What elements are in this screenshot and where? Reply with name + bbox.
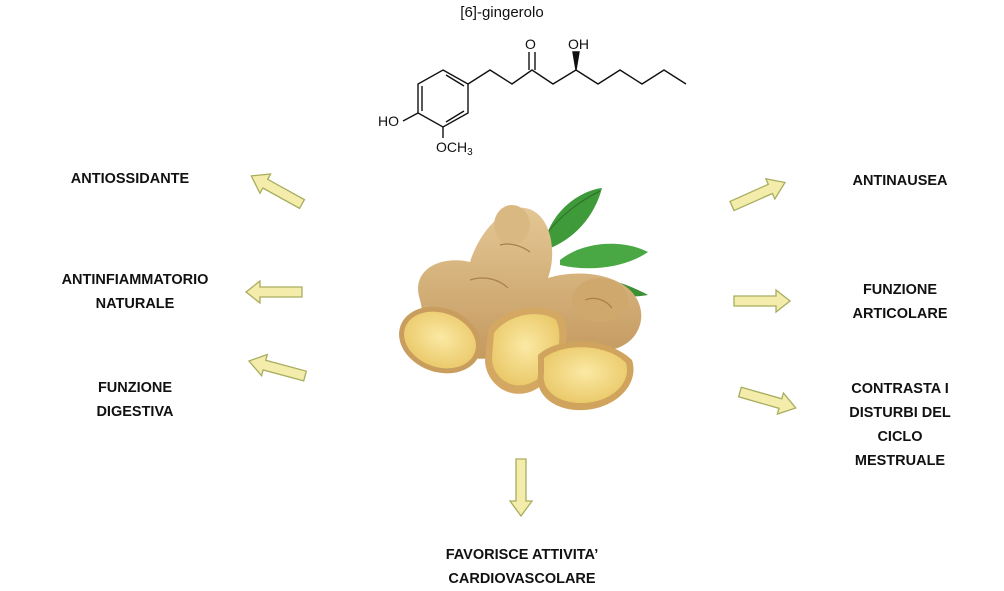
arrows — [244, 173, 797, 518]
methoxy-label: OCH3 — [436, 139, 473, 158]
benefit-antinfiammatorio: ANTINFIAMMATORIO NATURALE — [61, 272, 209, 312]
benefit-disturbi-ciclo: CONTRASTA I DISTURBI DEL CICLO MESTRUALE — [849, 381, 951, 469]
phenol-hydroxyl-label: HO — [378, 113, 399, 129]
benefit-antinausea: ANTINAUSEA — [852, 173, 948, 189]
arrow-funzione-digestiva — [247, 353, 308, 382]
carbonyl-oxygen-label: O — [525, 36, 536, 52]
benefit-cardiovascolare: FAVORISCE ATTIVITA’ CARDIOVASCOLARE — [445, 547, 599, 587]
hydroxyl-label: OH — [568, 36, 589, 52]
arrow-funzione-articolare — [733, 288, 792, 314]
molecule-structure — [402, 51, 687, 138]
arrow-antiossidante — [250, 173, 306, 210]
benefit-funzione-digestiva: FUNZIONE DIGESTIVA — [96, 380, 174, 420]
benefit-funzione-articolare: FUNZIONE ARTICOLARE — [852, 282, 948, 322]
benefit-antiossidante: ANTIOSSIDANTE — [70, 171, 190, 187]
ginger-illustration — [399, 188, 648, 411]
molecule-name: [6]-gingerolo — [460, 4, 544, 21]
arrow-antinfiammatorio — [244, 279, 303, 305]
arrow-cardiovascolare — [508, 458, 534, 518]
arrow-disturbi-ciclo — [737, 386, 797, 416]
arrow-antinausea — [729, 178, 787, 212]
